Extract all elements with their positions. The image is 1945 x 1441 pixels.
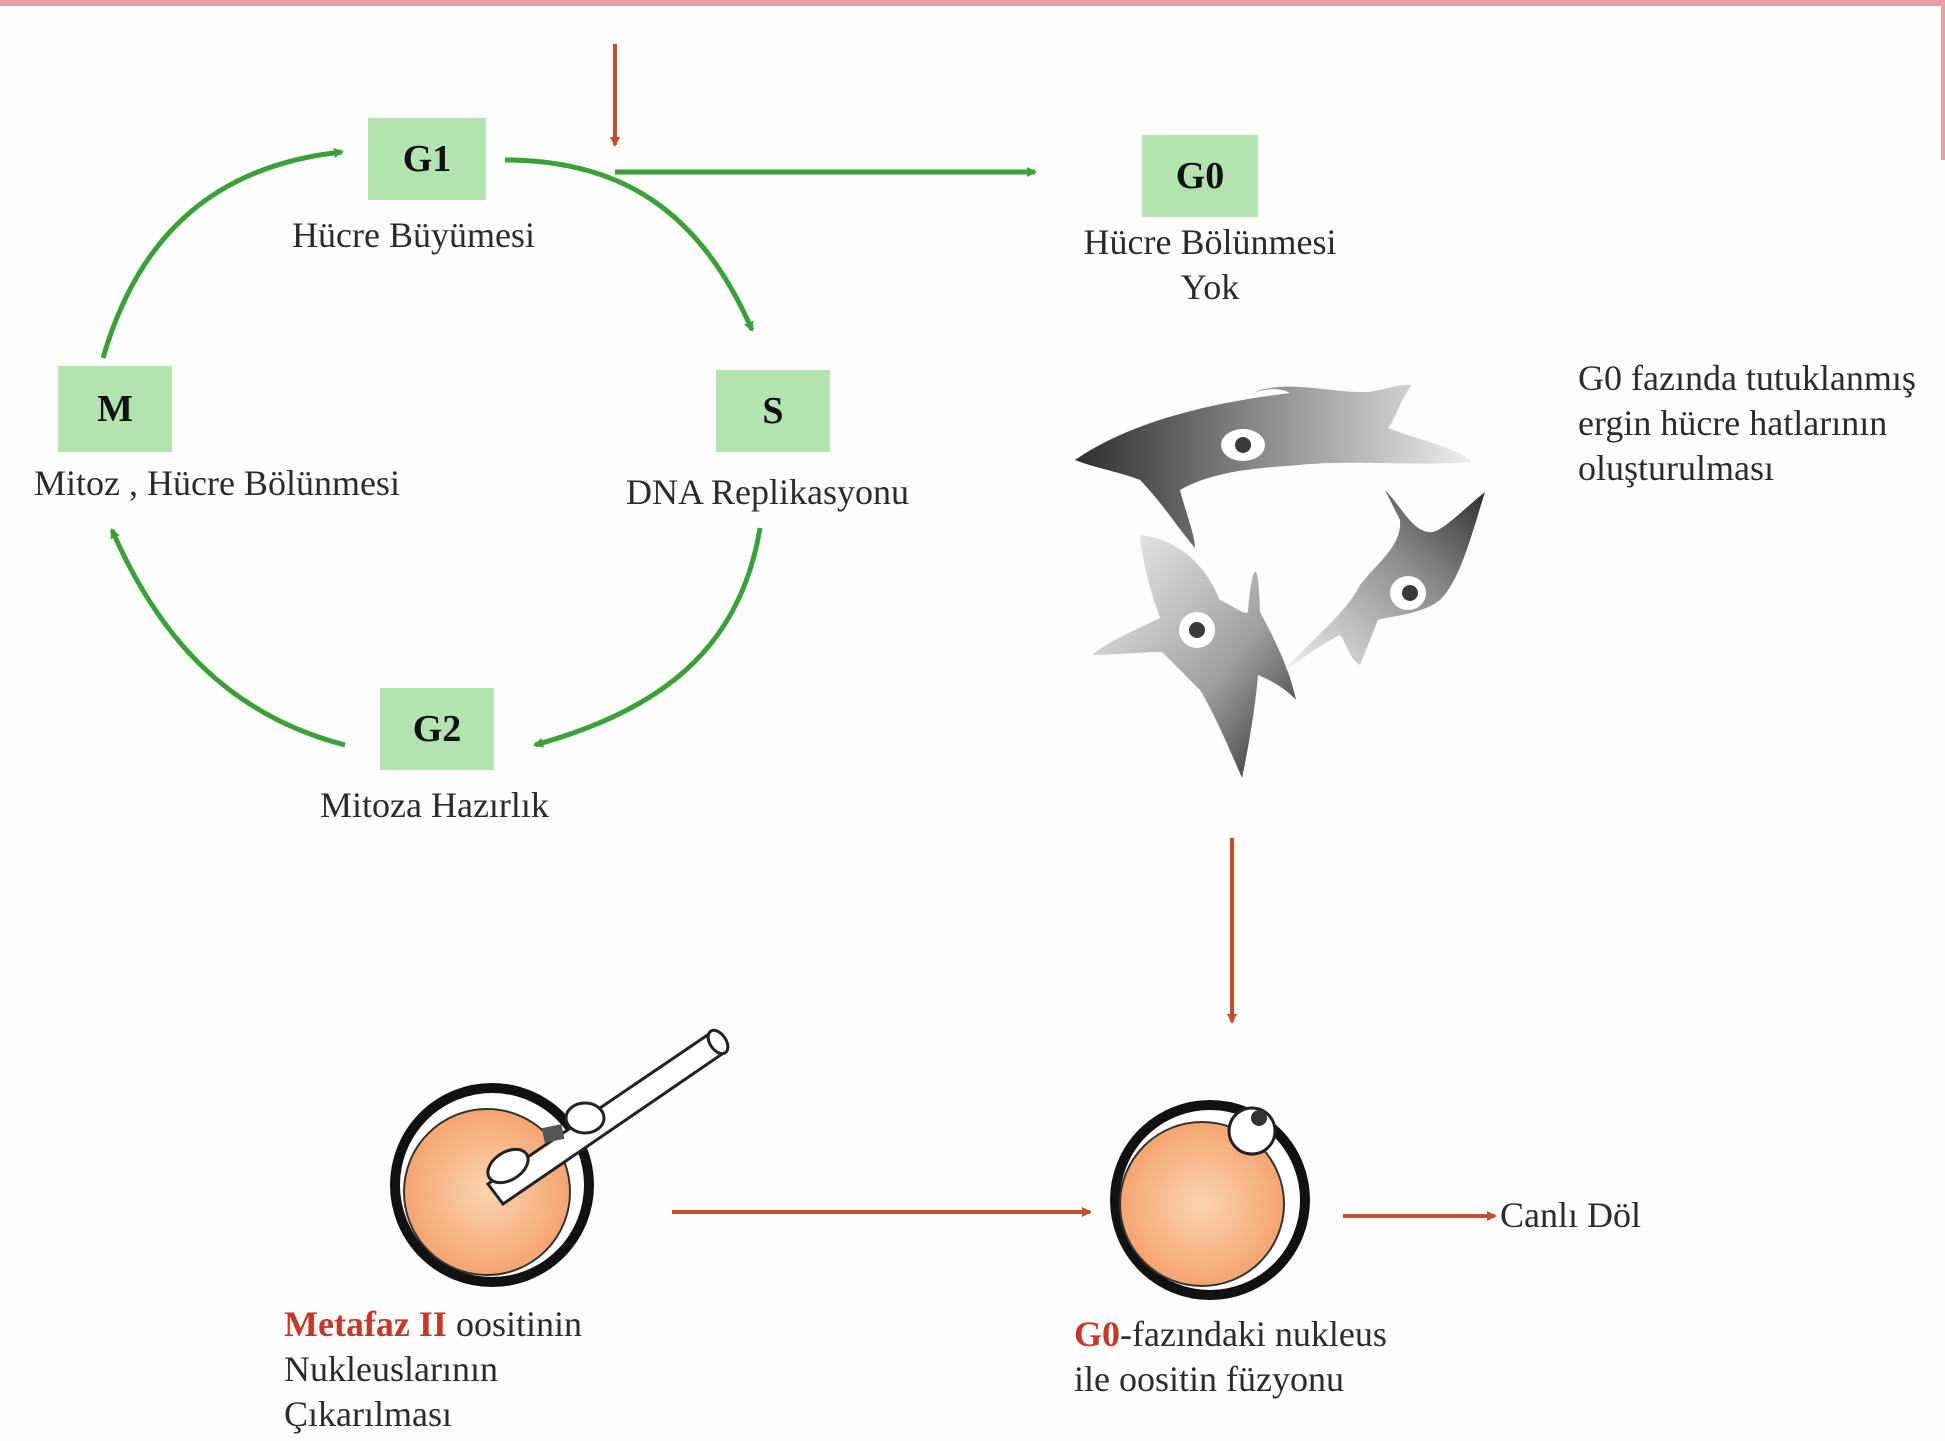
- phase-s-code: S: [762, 389, 783, 433]
- phase-m-code: M: [97, 387, 133, 431]
- fusion-highlight: G0: [1074, 1314, 1120, 1354]
- phase-g0-label: Hücre Bölünmesi Yok: [1060, 220, 1360, 310]
- phase-g1-box: G1: [368, 118, 486, 200]
- phase-g2-code: G2: [413, 707, 462, 751]
- arrested-cell-right: [1285, 490, 1485, 670]
- offspring-label: Canlı Döl: [1500, 1193, 1641, 1238]
- arrow-g1-to-s: [505, 160, 752, 330]
- phase-m-box: M: [58, 366, 172, 452]
- cell-lines-note: G0 fazında tutuklanmış ergin hücre hatla…: [1578, 356, 1916, 491]
- enucleation-caption-line1: Metafaz II oositinin: [284, 1302, 582, 1347]
- phase-g0-label-line2: Yok: [1060, 265, 1360, 310]
- arrow-g2-to-m: [112, 530, 345, 745]
- fusion-oocyte: [1115, 1105, 1305, 1295]
- fusion-caption-line2: ile oositin füzyonu: [1074, 1357, 1387, 1402]
- enucleation-caption-line2: Nukleuslarının: [284, 1347, 582, 1392]
- metaphase-oocyte: [395, 1027, 732, 1282]
- phase-g0-label-line1: Hücre Bölünmesi: [1060, 220, 1360, 265]
- phase-g2-box: G2: [380, 688, 494, 770]
- fusion-caption: G0-fazındaki nukleus ile oositin füzyonu: [1074, 1312, 1387, 1402]
- arrow-s-to-g2: [535, 528, 760, 745]
- phase-g0-box: G0: [1142, 135, 1258, 217]
- cell-lines-note-line1: G0 fazında tutuklanmış: [1578, 356, 1916, 401]
- enucleation-highlight: Metafaz II: [284, 1304, 447, 1344]
- phase-g2-label: Mitoza Hazırlık: [320, 783, 549, 828]
- phase-s-label: DNA Replikasyonu: [626, 470, 909, 515]
- fusion-line1-rest: -fazındaki nukleus: [1120, 1314, 1387, 1354]
- fusion-caption-line1: G0-fazındaki nukleus: [1074, 1312, 1387, 1357]
- phase-g0-code: G0: [1176, 154, 1225, 198]
- cell-lines-note-line3: oluşturulması: [1578, 446, 1916, 491]
- arrested-cell-left: [1092, 535, 1296, 778]
- cell-lines-note-line2: ergin hücre hatlarının: [1578, 401, 1916, 446]
- enucleation-caption-line3: Çıkarılması: [284, 1392, 582, 1437]
- phase-m-label: Mitoz , Hücre Bölünmesi: [34, 461, 400, 506]
- phase-s-box: S: [716, 370, 830, 452]
- phase-g1-code: G1: [403, 137, 452, 181]
- enucleation-caption: Metafaz II oositinin Nukleuslarının Çıka…: [284, 1302, 582, 1437]
- enucleation-line1-rest: oositinin: [447, 1304, 582, 1344]
- phase-g1-label: Hücre Büyümesi: [292, 213, 535, 258]
